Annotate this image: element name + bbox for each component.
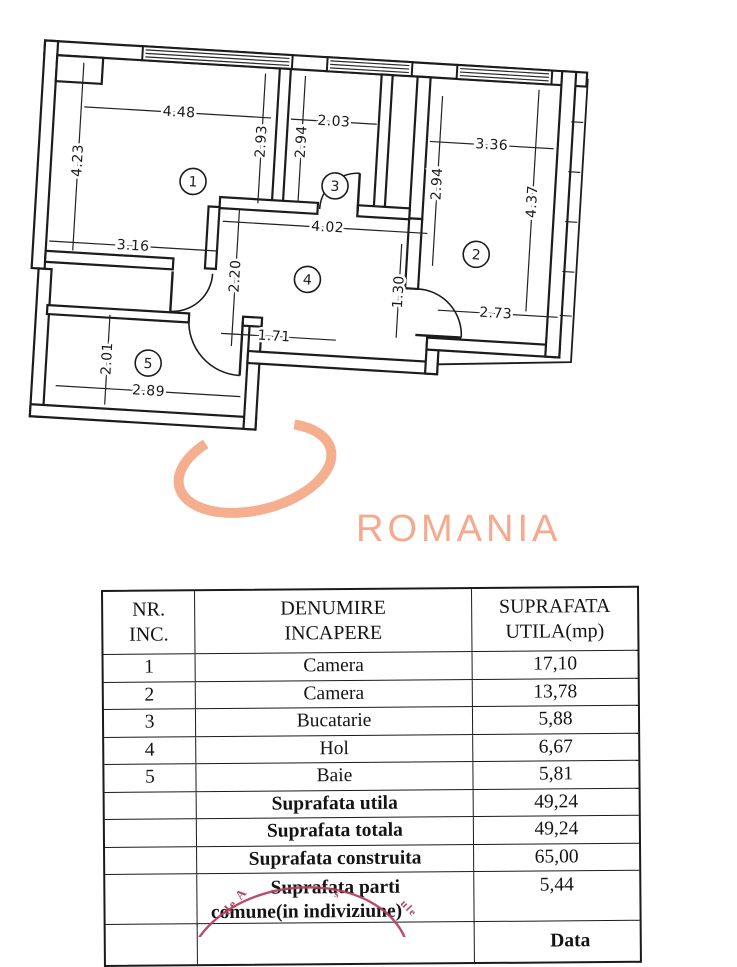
table-row: 3 Bucatarie 5,88 [103, 704, 639, 737]
dim-label: 3.16 [116, 237, 150, 255]
summary-label-line2: comune(in indiviziune) [210, 901, 403, 924]
summary-label: Suprafata totala [195, 817, 474, 846]
door-arc-kitchen [318, 172, 360, 210]
summary-value: 5,44 [473, 870, 640, 924]
dimension-labels: 4.48 3.16 4.23 2.93 2.03 2.94 3.36 2.94 … [67, 101, 544, 403]
summary-label: Suprafata parti comune(in indiviziune) [196, 872, 474, 927]
table-row: 2 Camera 13,78 [103, 677, 638, 709]
empty-cell [106, 924, 197, 965]
dim-label: 4.23 [69, 144, 87, 178]
room-number-1: 1 [188, 174, 198, 191]
exterior-walls [28, 39, 589, 431]
windows [141, 45, 554, 86]
window-room1 [141, 45, 294, 71]
room-name: Baie [195, 762, 473, 791]
room-numbers: 1 3 2 4 5 [134, 167, 491, 377]
row-nr: 5 [145, 766, 155, 788]
table-row: 5 Baie 5,81 [104, 759, 639, 792]
row-nr: 2 [144, 684, 155, 706]
room-number-5: 5 [143, 356, 153, 373]
empty-cell [196, 922, 474, 965]
summary-value: 49,24 [472, 788, 639, 817]
room-area: 5,81 [472, 760, 639, 789]
header-suprafata-utila: SUPRAFATA UTILA(mp) [471, 587, 638, 652]
watermark: ROMANIA [173, 418, 561, 550]
room-name: Hol [195, 734, 473, 764]
room-name: Camera [194, 679, 472, 709]
dim-label: 4.48 [162, 104, 196, 122]
outer-face-line [438, 78, 589, 366]
row-nr: 4 [144, 739, 155, 761]
summary-value: 49,24 [472, 815, 639, 844]
table-row: 4 Hol 6,67 [104, 732, 639, 764]
empty-cell [105, 819, 196, 846]
room-name: Camera [194, 652, 472, 681]
dim-label: 2.73 [479, 305, 513, 323]
floor-plan-drawing: 4.48 3.16 4.23 2.93 2.03 2.94 3.36 2.94 … [28, 39, 589, 431]
table-footer-row: Data [105, 919, 640, 965]
dim-label: 2.03 [317, 113, 351, 131]
room-number-4: 4 [302, 272, 312, 289]
room-name: Bucatarie [194, 707, 473, 736]
row-nr: 1 [144, 656, 155, 678]
dim-label: 2.93 [253, 125, 271, 159]
summary-row-construita: Suprafata construita 65,00 [105, 842, 640, 874]
room-area: 17,10 [471, 650, 638, 679]
table-row: 1 Camera 17,10 [103, 649, 638, 682]
window-room3 [325, 56, 414, 78]
dim-label: 3.36 [475, 136, 509, 154]
empty-cell [105, 792, 196, 819]
summary-label: Suprafata utila [195, 789, 473, 819]
header-nr-inc: NR. INC. [129, 598, 169, 646]
dimension-lines [49, 62, 558, 405]
dim-label: 2.94 [428, 167, 446, 201]
dim-label: 2.89 [132, 382, 166, 400]
interior-walls [43, 67, 432, 328]
window-room2 [455, 63, 554, 86]
room-number-3: 3 [330, 179, 340, 196]
door-arc-bathroom [188, 318, 240, 377]
summary-value: 65,00 [473, 843, 640, 872]
doors [169, 172, 463, 377]
room-area: 13,78 [471, 678, 638, 707]
summary-label-line1: Suprafata parti [270, 876, 401, 899]
dim-label: 1.30 [390, 275, 408, 309]
dim-label: 4.37 [523, 185, 541, 219]
summary-row-totala: Suprafata totala 49,24 [104, 814, 639, 847]
dim-label: 2.94 [293, 125, 311, 159]
room-area: 6,67 [472, 733, 639, 762]
empty-cell [105, 847, 196, 874]
room-area: 5,88 [471, 705, 639, 734]
door-arc-room1 [170, 273, 214, 313]
area-table: NR. INC. DENUMIRE INCAPERE SUPRAFATA UTI… [101, 585, 642, 967]
wall-ticks [559, 121, 584, 317]
dim-label: 2.01 [98, 342, 116, 376]
watermark-romania-text: ROMANIA [356, 508, 561, 550]
summary-label: Suprafata construita [196, 844, 474, 874]
summary-row-parti-comune: Suprafata parti comune(in indiviziune) 5… [105, 869, 640, 927]
table-header-row: NR. INC. DENUMIRE INCAPERE SUPRAFATA UTI… [103, 587, 638, 654]
dim-label: 2.20 [227, 259, 245, 293]
watermark-swoosh [173, 418, 337, 518]
dim-label: 4.02 [311, 219, 345, 237]
dim-label: 1.71 [257, 328, 291, 346]
empty-cell [105, 874, 196, 926]
row-nr: 3 [144, 711, 155, 733]
door-arc-room2 [418, 288, 463, 338]
data-label: Data [473, 920, 640, 963]
summary-row-utila: Suprafata utila 49,24 [104, 787, 639, 819]
corner-step [54, 54, 105, 86]
header-denumire-incapere: DENUMIRE INCAPERE [194, 589, 472, 654]
room-number-2: 2 [471, 247, 481, 264]
